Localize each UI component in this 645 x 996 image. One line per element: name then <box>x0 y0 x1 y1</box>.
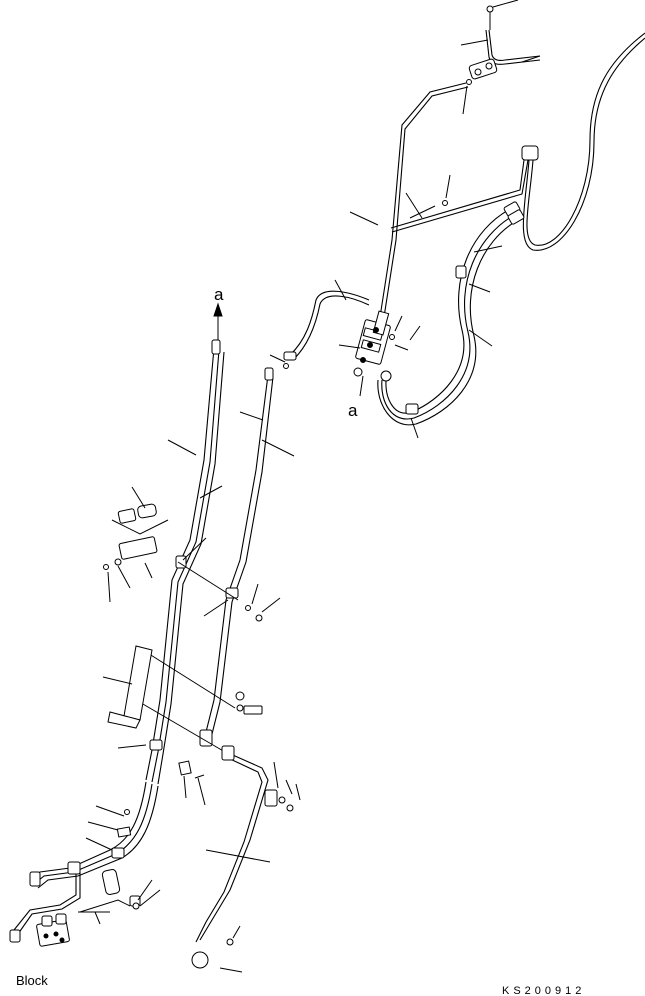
leader-lines <box>135 561 239 753</box>
arrow-up-icon <box>213 302 223 317</box>
callout-a-valve: a <box>348 401 358 420</box>
hose-left-of-valve <box>269 279 370 369</box>
long-pipe-pair-2 <box>199 367 295 747</box>
bracket-group-lower <box>79 869 161 913</box>
lever-assembly <box>460 0 541 115</box>
corner-label: Block <box>16 973 48 988</box>
plate-bracket <box>102 645 263 729</box>
control-cable <box>521 32 645 251</box>
lower-bent-pipe <box>191 745 301 973</box>
callout-a-top: a <box>214 285 224 304</box>
drawing-code: KS200912 <box>502 985 585 996</box>
long-pipe-pair-1 <box>117 339 225 785</box>
hoses-right <box>377 201 525 439</box>
control-valve <box>338 310 421 397</box>
control-pipes <box>349 82 529 331</box>
bottom-valve-block <box>36 911 110 947</box>
bracket-group-upper <box>103 486 169 603</box>
lower-left-pipes <box>9 781 159 943</box>
callout-a-top-group: a <box>213 285 224 340</box>
small-clip <box>178 760 206 806</box>
